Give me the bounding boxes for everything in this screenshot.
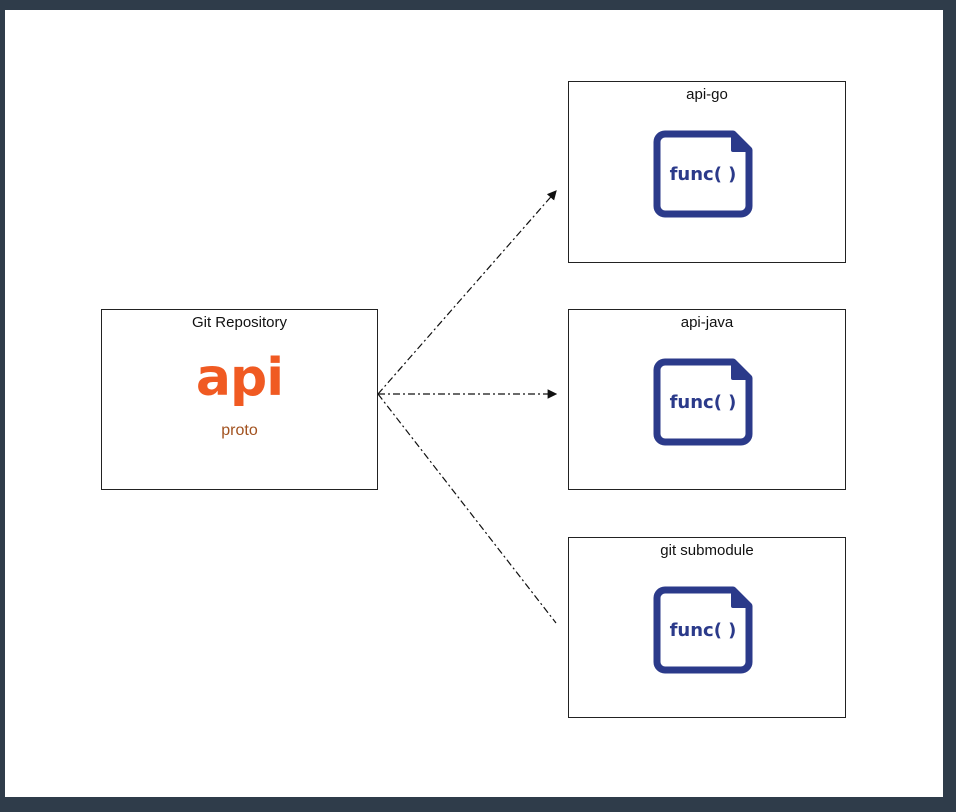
func-icon-text: func( ) — [670, 392, 737, 413]
func-file-icon: func( ) — [653, 130, 753, 218]
api-go-box: api-go func( ) — [568, 81, 846, 263]
func-file-icon: func( ) — [653, 358, 753, 446]
git-submodule-title: git submodule — [660, 542, 754, 559]
func-icon-text: func( ) — [670, 620, 737, 641]
func-file-icon: func( ) — [653, 586, 753, 674]
arrow-to-api-go — [377, 190, 557, 395]
func-icon-text: func( ) — [670, 164, 737, 185]
git-repository-title: Git Repository — [191, 314, 288, 331]
api-go-title: api-go — [686, 86, 728, 103]
api-java-box: api-java func( ) — [568, 309, 846, 490]
diagram-canvas: Git Repository api proto api-go func( ) … — [5, 10, 943, 797]
git-repository-box: Git Repository api proto — [101, 309, 378, 490]
git-submodule-box: git submodule func( ) — [568, 537, 846, 718]
api-java-title: api-java — [680, 314, 734, 331]
connectors — [377, 190, 558, 624]
arrow-to-git-submodule — [377, 393, 557, 624]
api-proto-logo: api — [195, 348, 284, 408]
api-proto-subtext: proto — [221, 422, 258, 439]
